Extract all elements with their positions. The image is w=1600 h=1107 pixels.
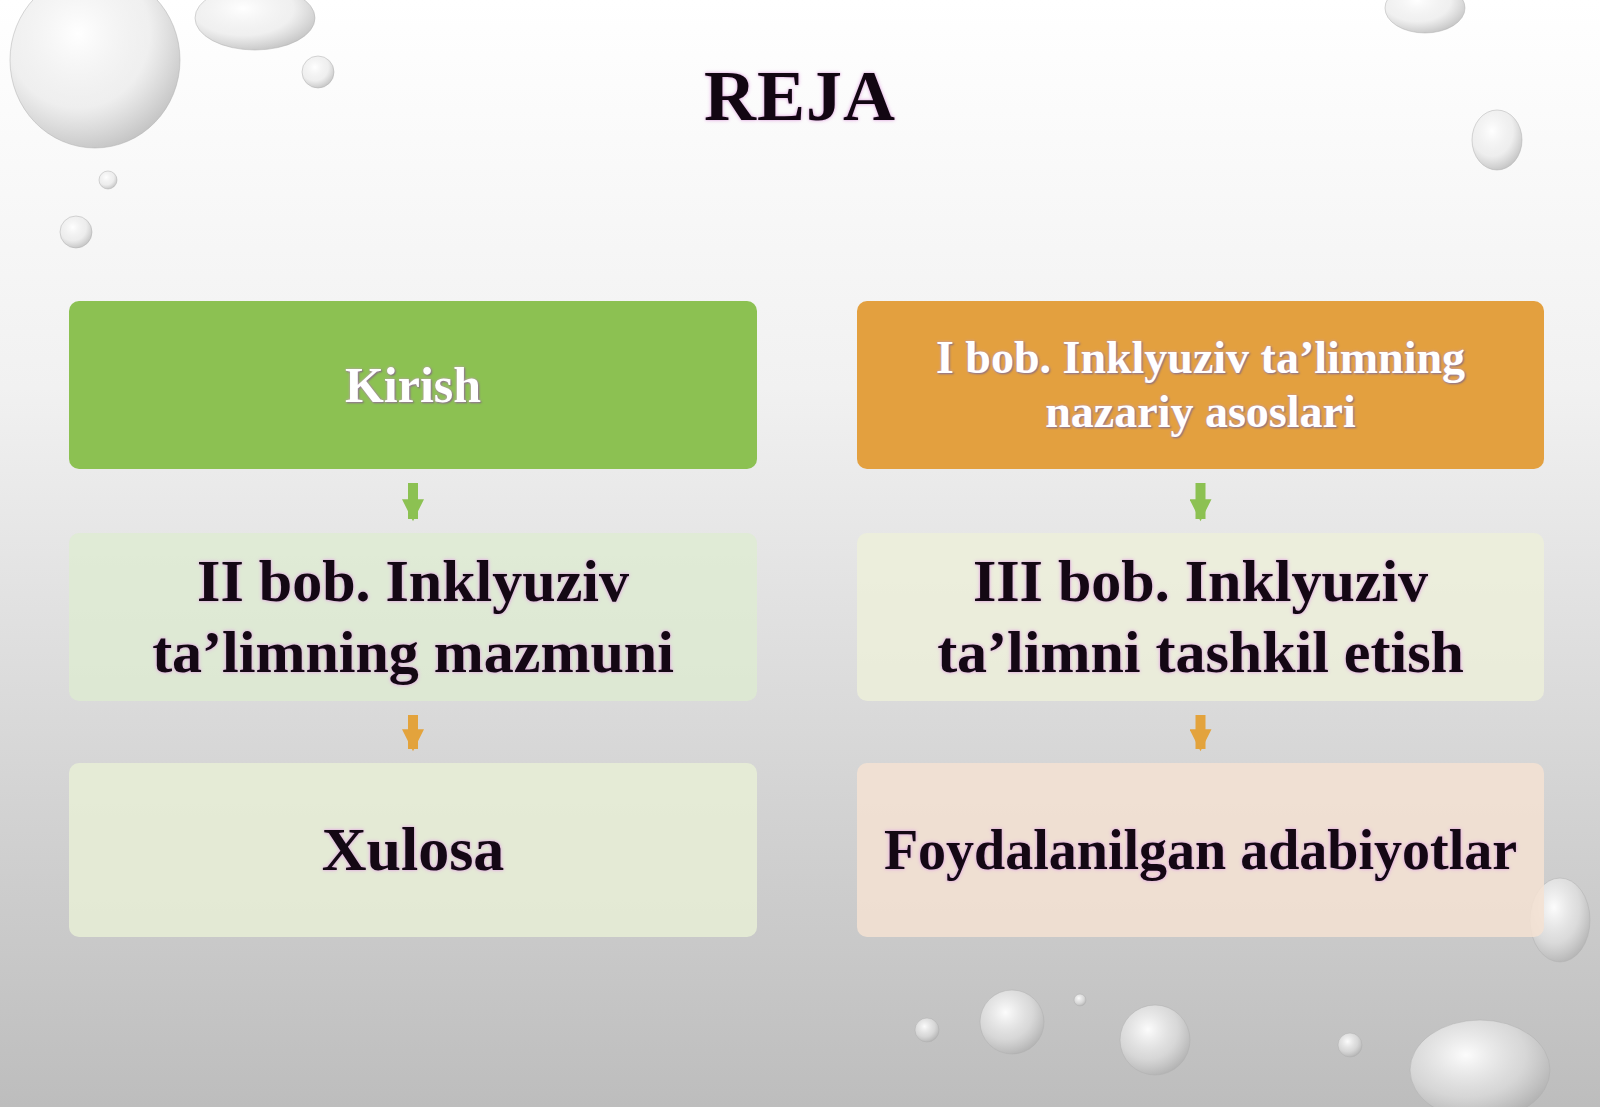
box-label: I bob. Inklyuziv ta’limning nazariy asos… xyxy=(875,331,1526,440)
intro-box: Kirish xyxy=(69,301,757,469)
box-label: Kirish xyxy=(345,356,481,415)
flow-arrow xyxy=(1196,483,1206,519)
flow-arrow xyxy=(408,715,418,749)
references-box: Foydalanilgan adabiyotlar xyxy=(857,763,1544,937)
box-label: III bob. Inklyuziv ta’limni tashkil etis… xyxy=(875,546,1526,688)
flow-arrow xyxy=(1196,715,1206,749)
box-label: Xulosa xyxy=(322,813,505,886)
slide-title: REJA xyxy=(0,55,1600,138)
chapter-box: I bob. Inklyuziv ta’limning nazariy asos… xyxy=(857,301,1544,469)
flow-arrow xyxy=(408,483,418,519)
box-label: II bob. Inklyuziv ta’limning mazmuni xyxy=(87,546,739,688)
chapter-box: II bob. Inklyuziv ta’limning mazmuni xyxy=(69,533,757,701)
conclusion-box: Xulosa xyxy=(69,763,757,937)
chapter-box: III bob. Inklyuziv ta’limni tashkil etis… xyxy=(857,533,1544,701)
box-label: Foydalanilgan adabiyotlar xyxy=(884,817,1517,883)
